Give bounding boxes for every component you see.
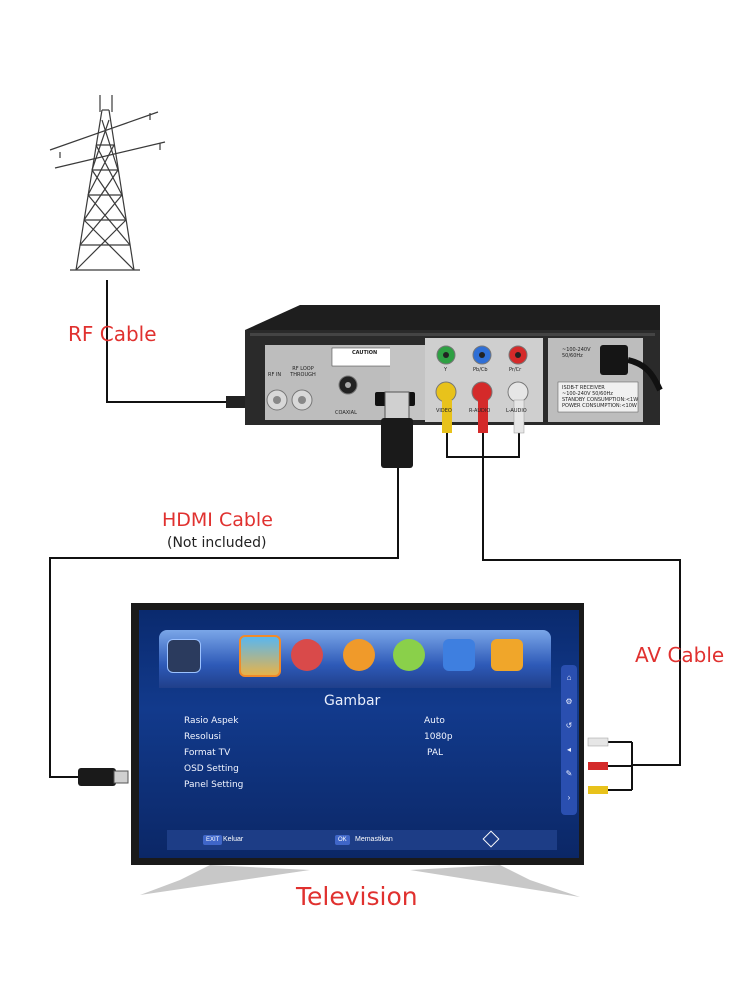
menu-row-key[interactable]: Panel Setting [184,780,244,790]
pr-label: Pr/Cr [509,367,522,373]
menu-icon-bar [167,635,547,691]
menu-row-value: 1080p [424,732,453,742]
menu-row-value: Auto [424,716,445,726]
receiver-box [245,305,663,425]
video-label: VIDEO [436,408,452,414]
spec-title: ISDB-T RECEIVER [562,385,605,391]
av-cable-label: AV Cable [635,643,725,667]
navigate-icon [482,830,500,848]
spec-3: POWER CONSUMPTION:<10W [562,403,637,409]
l-audio-label: L-AUDIO [506,408,527,414]
r-audio-label: R-AUDIO [469,408,491,414]
pb-label: Pb/Cb [473,367,488,373]
menu-row-key[interactable]: Resolusi [184,732,221,742]
y-label: Y [444,367,448,373]
menu-row-key[interactable]: OSD Setting [184,764,239,774]
menu-title: Gambar [324,693,381,709]
option-icon[interactable] [393,639,425,671]
program-icon[interactable] [167,639,201,673]
time-icon[interactable] [343,639,375,671]
menu-row-key[interactable]: Format TV [184,748,231,758]
next-icon[interactable]: › [567,793,571,802]
system-icon[interactable] [443,639,475,671]
hdmi-plug-top [381,391,413,468]
exit-button[interactable]: EXIT [203,835,223,845]
settings-icon[interactable]: ⚙ [565,697,573,706]
menu-row-value: PAL [427,748,444,758]
ok-button[interactable]: OK [335,835,350,845]
wiring [49,280,681,791]
hdmi-plug-bottom [78,768,129,786]
hdmi-note-label: (Not included) [167,535,267,551]
hdmi-cable-label: HDMI Cable [162,509,273,531]
exit-label: Keluar [223,836,244,843]
spec-1: ~100-240V 50/60Hz [562,391,613,397]
usb-icon[interactable] [491,639,523,671]
edit-icon[interactable]: ✎ [565,769,573,778]
ok-label: Memastikan [355,836,393,843]
rf-loop-label: RF LOOP THROUGH [290,366,316,378]
menu-footer: EXIT Keluar OK Memastikan [167,830,557,850]
tv-screen: Gambar Rasio Aspek Auto Resolusi 1080p F… [139,610,579,858]
caution-label: CAUTION [352,350,378,356]
transmission-tower-icon [49,95,166,271]
back-icon[interactable]: ↺ [565,721,573,730]
side-icon-bar: ⌂ ⚙ ↺ ◂ ✎ › [561,665,577,815]
menu-row-key[interactable]: Rasio Aspek [184,716,239,726]
picture-icon[interactable] [239,635,281,677]
power-label: ~100-240V 50/60Hz [562,347,591,359]
input-icon[interactable]: ⌂ [566,673,572,682]
spec-2: STANDBY CONSUMPTION:<1W [562,397,639,403]
volume-icon[interactable]: ◂ [566,745,571,754]
rf-cable-label: RF Cable [68,322,157,346]
television-label: Television [296,882,418,911]
coaxial-label: COAXIAL [335,410,357,416]
rf-in-label: RF IN [268,372,282,378]
av-plugs [442,399,525,434]
search-icon[interactable] [291,639,323,671]
